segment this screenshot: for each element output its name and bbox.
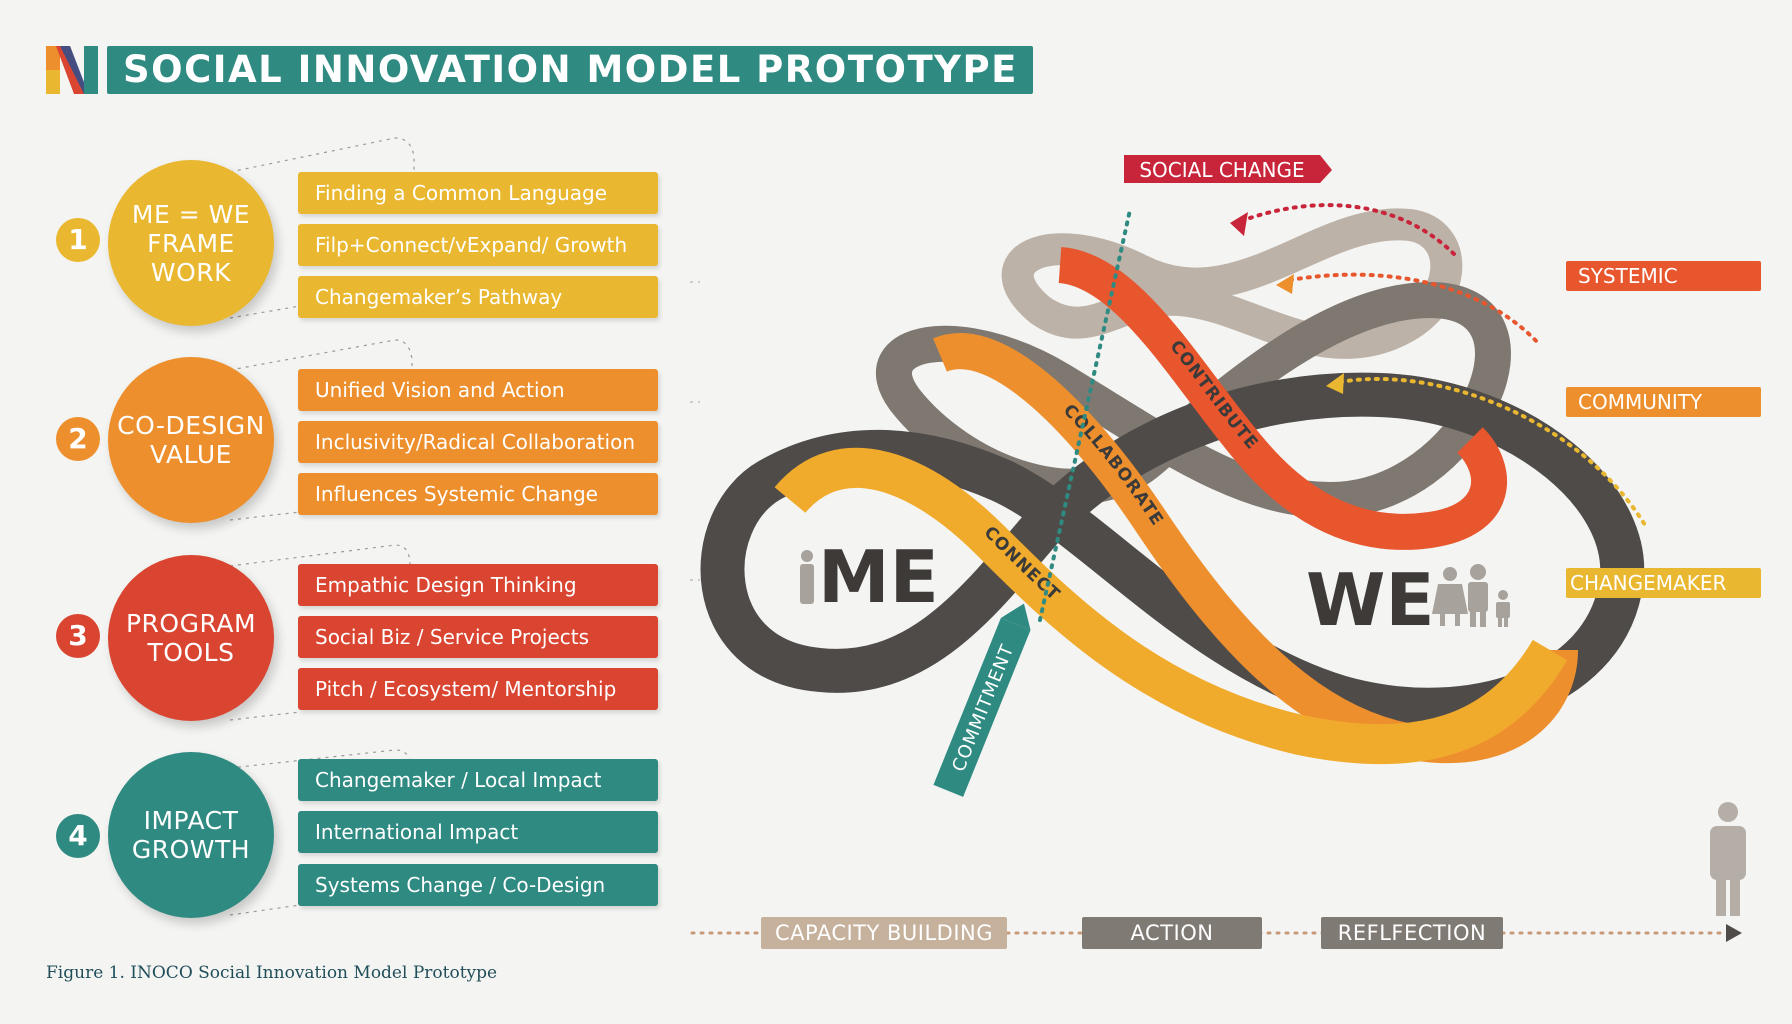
pillar-3-title-line: TOOLS [147,638,235,667]
figure-caption: Figure 1. INOCO Social Innovation Model … [46,963,498,983]
pillar-2-number: 2 [56,417,100,461]
phase-reflection: REFLFECTION [1321,917,1503,949]
pillar-1-title-line: FRAME [147,228,235,258]
contribute-ribbon [1057,247,1507,550]
pillar-3-circle: PROGRAM TOOLS [108,555,274,721]
pillar-1-circle: ME = WE FRAME WORK [108,160,274,326]
inoco-logo-icon [46,46,98,94]
level-label-systemic: SYSTEMIC [1566,261,1761,291]
family-icon [1432,564,1510,627]
pillar-2-item: Influences Systemic Change [298,473,658,515]
arrow-head-icon [1326,373,1344,394]
pillar-3-number: 3 [56,614,100,658]
pillar-1-title-line: ME = WE [131,199,251,229]
pillar-4-number: 4 [56,814,100,858]
pillar-1-item: Filp+Connect/vExpand/ Growth [298,224,658,266]
level-label-changemaker: CHANGEMAKER [1566,568,1761,598]
arrow-head-icon [1230,212,1248,236]
pillar-3-item: Social Biz / Service Projects [298,616,658,658]
pillar-2-circle: CO-DESIGN VALUE [108,357,274,523]
arrow-head-icon [1276,274,1294,294]
we-label: WE [1306,558,1435,642]
pillar-4-item: International Impact [298,811,658,853]
pillar-2-title-line: CO-DESIGN [117,411,265,440]
connect-ribbon [774,447,1568,765]
collaborate-ribbon [933,333,1578,764]
me-label: ME [818,535,939,619]
pillar-1-number: 1 [56,218,100,262]
pillar-2-item: Inclusivity/Radical Collaboration [298,421,658,463]
pillar-4-item: Systems Change / Co-Design [298,864,658,906]
page-title: SOCIAL INNOVATION MODEL PROTOTYPE [107,46,1033,94]
pillar-4-item: Changemaker / Local Impact [298,759,658,801]
pillar-1-item: Finding a Common Language [298,172,658,214]
phase-capacity-building: CAPACITY BUILDING [761,917,1007,949]
pillar-1-item: Changemaker’s Pathway [298,276,658,318]
pillar-4-title-line: IMPACT [143,806,239,835]
changemaker-loop [700,372,1644,732]
pillar-4-circle: IMPACT GROWTH [108,752,274,918]
pillar-outlines [229,137,700,916]
person-icon [800,550,814,604]
pillar-1-title-line: WORK [150,257,232,287]
pillar-3-title-line: PROGRAM [125,609,257,638]
pillar-2-title-line: VALUE [150,440,232,469]
level-label-community: COMMUNITY [1566,387,1761,417]
phase-action: ACTION [1082,917,1262,949]
social-change-flag [1124,155,1332,183]
pillar-3-item: Pitch / Ecosystem/ Mentorship [298,668,658,710]
pillar-2-item: Unified Vision and Action [298,369,658,411]
pillar-3-item: Empathic Design Thinking [298,564,658,606]
pillar-4-title-line: GROWTH [131,835,251,864]
social-change-label: SOCIAL CHANGE [1139,158,1304,182]
timeline-arrow-icon [1726,924,1742,942]
standing-person-icon [1710,802,1746,916]
